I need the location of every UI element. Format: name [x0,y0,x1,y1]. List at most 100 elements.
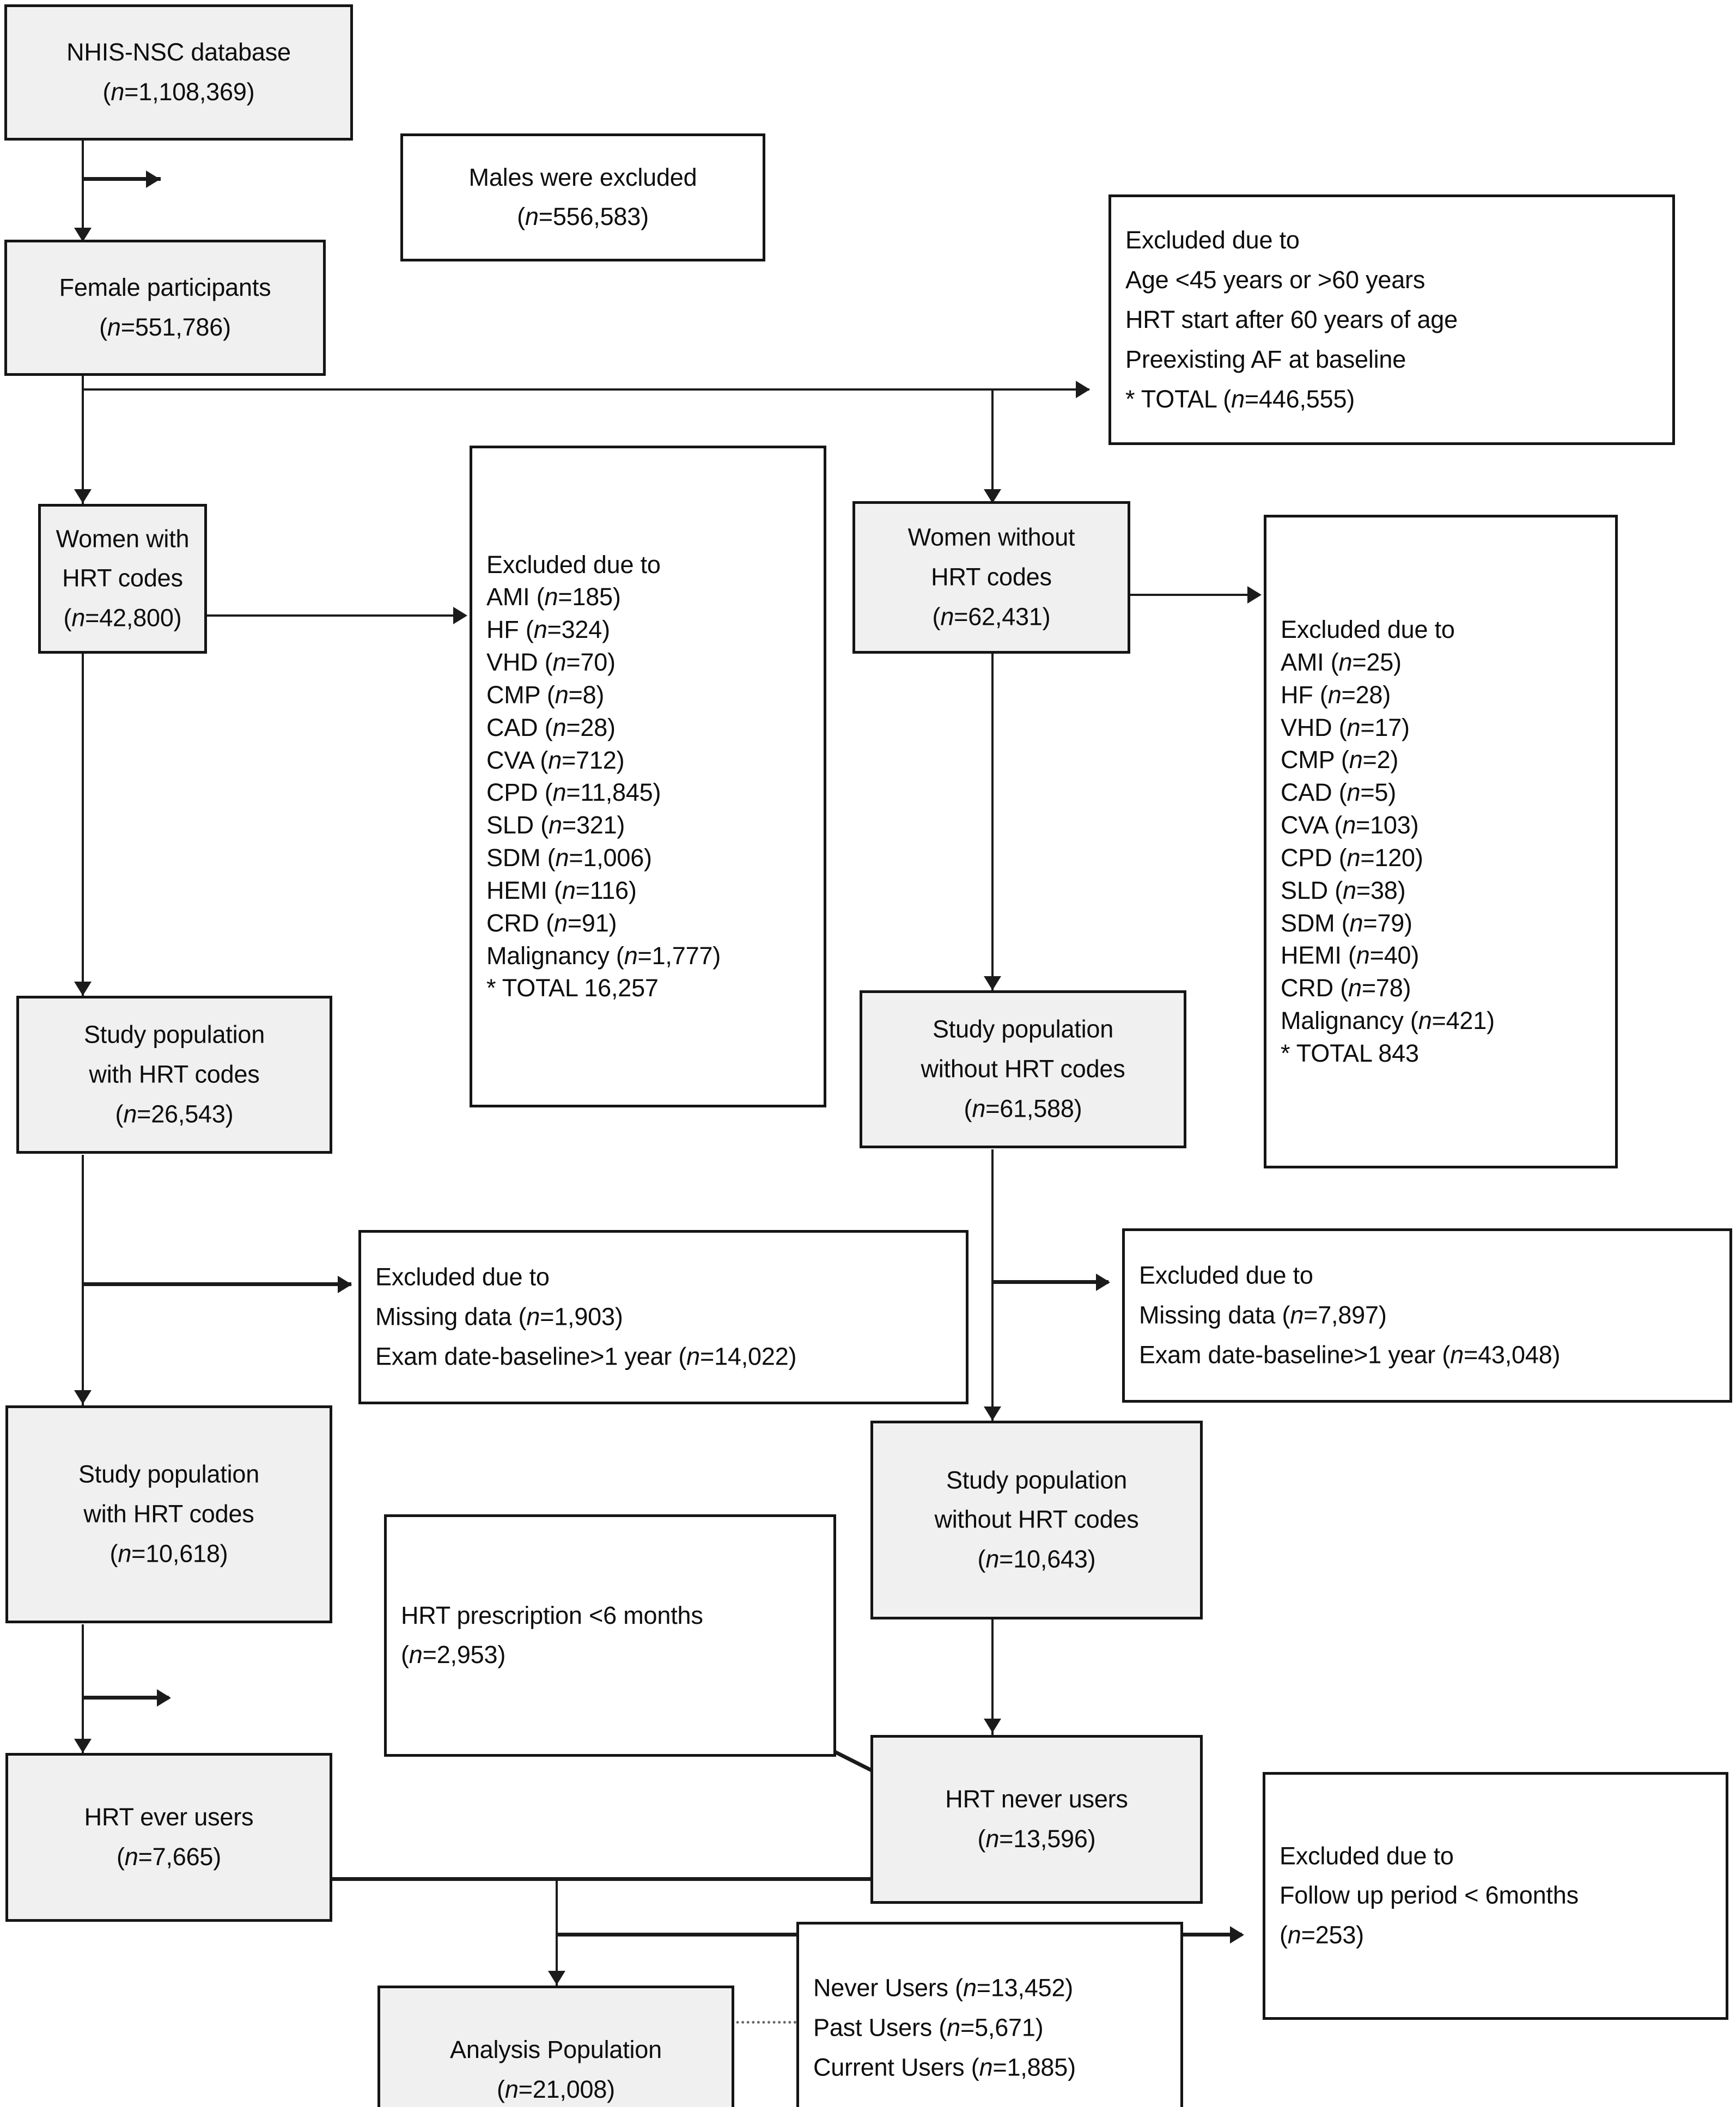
node-label-line1: Study population [932,1015,1114,1043]
exclusion-line: Malignancy (n=1,777) [486,941,721,970]
node-study-population-with-hrt-2[interactable]: Study population with HRT codes (n=10,61… [5,1405,332,1623]
exclusion-line-list: AMI (n=25)HF (n=28)VHD (n=17)CMP (n=2)CA… [1281,646,1601,1070]
exclusion-line: CVA (n=103) [1281,811,1419,839]
exclusion-line: CPD (n=11,845) [486,778,661,807]
exclusion-line: SDM (n=79) [1281,909,1412,937]
node-label: Males were excluded [468,163,697,191]
exclusion-line: CAD (n=5) [1281,778,1397,807]
exclusion-line: Past Users (n=5,671) [813,2013,1044,2042]
node-males-excluded[interactable]: Males were excluded (n=556,583) [400,133,765,261]
node-count: (n=13,596) [977,1825,1096,1853]
connector-female-to-age-exclusion [82,388,1089,391]
exclusion-line: AMI (n=185) [486,583,621,611]
exclusion-line: Missing data (n=7,897) [1139,1301,1387,1329]
connector-join-to-analysis [556,1877,558,1986]
arrowhead-analysis-population [548,1971,565,1985]
node-label-line1: Study population [83,1020,265,1049]
exclusion-line: CMP (n=2) [1281,746,1399,774]
connector-studypop2-to-never [991,1619,994,1736]
node-excluded-comorbid-without[interactable]: Excluded due to AMI (n=25)HF (n=28)VHD (… [1264,515,1618,1168]
node-study-population-without-hrt-2[interactable]: Study population without HRT codes (n=10… [870,1421,1203,1619]
exclusion-line-list: AMI (n=185) HF (n=324) VHD (n=70) CMP (n=8)… [486,581,809,1004]
node-label: HRT prescription <6 months [401,1601,703,1629]
arrowhead-comorbid-with [453,607,467,624]
exclusion-line: * TOTAL 16,257 [486,974,659,1002]
exclusion-line: SLD (n=321) [486,811,625,839]
connector-database-to-males [82,177,161,181]
exclusion-line: Exam date-baseline>1 year (n=43,048) [1139,1341,1561,1369]
exclusion-line: Missing data (n=1,903) [375,1302,623,1331]
exclusion-line: CPD (n=120) [1281,844,1423,872]
connector-studypop-with-to-missing [82,1282,351,1286]
node-hrt-ever-users[interactable]: HRT ever users (n=7,665) [5,1753,332,1922]
node-count: (n=21,008) [497,2075,615,2103]
node-label-line2: without HRT codes [934,1506,1139,1534]
exclusion-line: VHD (n=70) [486,648,616,677]
node-study-population-without-hrt-1[interactable]: Study population without HRT codes (n=61… [860,990,1186,1148]
node-count: (n=10,618) [109,1539,228,1568]
node-excluded-missing-with[interactable]: Excluded due to Missing data (n=1,903) Ex… [358,1230,968,1404]
connector-women-with-to-studypop [82,653,84,996]
exclusion-line: HEMI (n=40) [1281,941,1420,970]
arrowhead-missing-without [1096,1274,1110,1291]
node-study-population-with-hrt-1[interactable]: Study population with HRT codes (n=26,54… [16,996,332,1154]
exclusion-line: HF (n=324) [486,616,610,644]
node-female-participants[interactable]: Female participants (n=551,786) [4,240,326,376]
node-count: (n=1,108,369) [102,78,255,106]
exclusion-heading: Excluded due to [486,550,661,578]
exclusion-line: SLD (n=38) [1281,876,1406,904]
connector-studypop-with-down [82,1155,84,1405]
breakdown-line-list: Never Users (n=13,452)Past Users (n=5,67… [813,1969,1166,2088]
node-excluded-age-af[interactable]: Excluded due to Age <45 years or >60 yea… [1108,194,1675,445]
exclusion-line: HEMI (n=116) [486,876,637,905]
node-label: HRT ever users [84,1803,254,1831]
exclusion-heading: Excluded due to [375,1263,550,1291]
node-women-without-hrt[interactable]: Women without HRT codes (n=62,431) [852,501,1130,654]
exclusion-line: VHD (n=17) [1281,713,1410,741]
node-excluded-followup[interactable]: Excluded due to Follow up period < 6mont… [1263,1772,1728,2020]
exclusion-line: Current Users (n=1,885) [813,2053,1076,2081]
arrowhead-hrt-never-users [984,1719,1001,1733]
node-count: (n=61,588) [964,1094,1082,1123]
connector-studypop-without-to-missing [991,1280,1108,1284]
exclusion-line: Preexisting AF at baseline [1125,345,1406,373]
arrowhead-comorbid-without [1247,586,1262,604]
node-count: (n=42,800) [63,604,182,632]
node-nhis-nsc-database[interactable]: NHIS-NSC database (n=1,108,369) [4,4,353,141]
node-hrt-prescription-short[interactable]: HRT prescription <6 months (n=2,953) [384,1514,836,1757]
exclusion-line: HF (n=28) [1281,680,1391,709]
arrowhead-studypop-with-2 [74,1390,92,1404]
exclusion-line: Exam date-baseline>1 year (n=14,022) [375,1342,797,1371]
arrowhead-hrt-ever-users [74,1739,92,1753]
node-label-line1: Study population [946,1466,1128,1494]
connector-women-without-to-comorbid [1041,594,1259,596]
connector-join-bar [82,1877,1049,1881]
node-count: (n=2,953) [401,1641,506,1669]
node-women-with-hrt[interactable]: Women with HRT codes (n=42,800) [38,504,207,654]
node-analysis-population[interactable]: Analysis Population (n=21,008) [377,1986,734,2107]
node-count: (n=551,786) [99,313,231,341]
arrowhead-age-exclusion [1076,381,1090,398]
exclusion-line: CMP (n=8) [486,680,605,709]
node-hrt-never-users[interactable]: HRT never users (n=13,596) [870,1735,1203,1904]
node-label-line2: HRT codes [931,563,1052,591]
node-count: (n=62,431) [932,602,1051,631]
node-label-line1: Women with [56,525,190,553]
exclusion-line: Age <45 years or >60 years [1125,265,1426,294]
exclusion-line-list: Missing data (n=7,897) Exam date-baseline… [1139,1296,1715,1375]
connector-women-with-to-comorbid [139,614,466,617]
node-user-breakdown[interactable]: Never Users (n=13,452)Past Users (n=5,67… [796,1922,1183,2107]
exclusion-line: Follow up period < 6months [1280,1881,1579,1910]
exclusion-line: CRD (n=91) [486,909,617,937]
connector-women-without-to-studypop [991,653,994,990]
arrowhead-studypop-without-2 [984,1406,1001,1421]
connector-studypop2-to-prescription [82,1696,169,1700]
node-label: NHIS-NSC database [66,38,291,66]
arrowhead-followup-exclusion [1230,1926,1244,1944]
arrowhead-female-participants [74,228,92,242]
connector-to-women-without [991,388,994,502]
node-excluded-missing-without[interactable]: Excluded due to Missing data (n=7,897)Ex… [1122,1228,1732,1403]
node-excluded-comorbid-with[interactable]: Excluded due to AMI (n=185) HF (n=324) VHD… [470,446,826,1107]
